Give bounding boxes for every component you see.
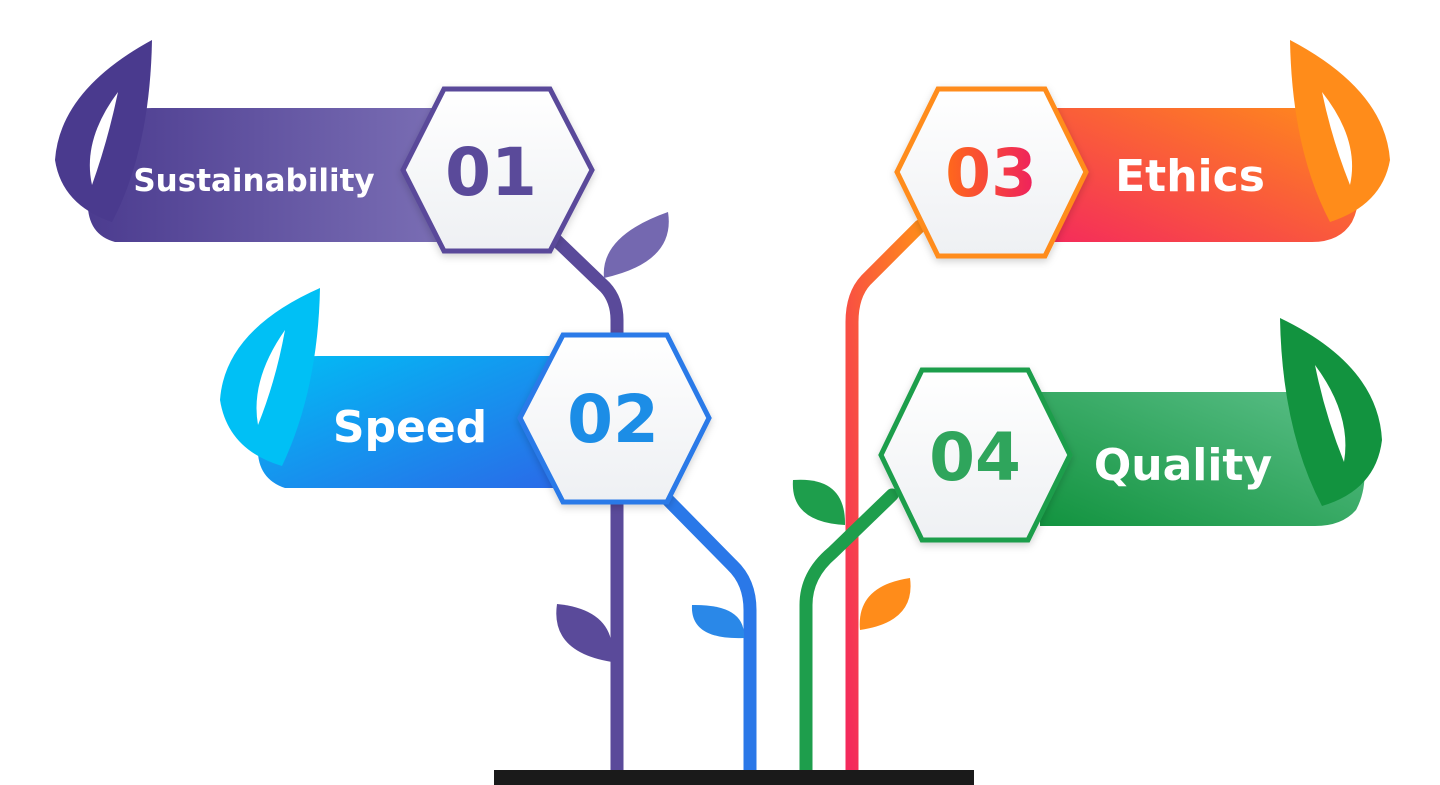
hexagon-01 — [400, 86, 595, 254]
label-02: Speed — [333, 402, 487, 453]
banner-02 — [247, 356, 560, 488]
banner-03 — [1040, 108, 1359, 242]
leaf-icon — [603, 212, 669, 278]
banner-04 — [1040, 392, 1365, 526]
stem-03 — [845, 219, 927, 779]
stems — [549, 219, 927, 779]
leaf-vein-icon — [256, 330, 285, 425]
label-01: Sustainability — [133, 163, 374, 199]
leaf-icon — [556, 604, 613, 662]
number-01: 01 — [445, 134, 537, 211]
stem-02 — [661, 493, 757, 779]
hexagon-02 — [517, 332, 712, 505]
leaf-icon — [792, 479, 846, 525]
hexagon-04 — [878, 367, 1073, 543]
leaf-icon — [859, 578, 911, 630]
stem-01 — [549, 233, 624, 779]
stem-04 — [799, 488, 899, 779]
banner-01 — [75, 108, 451, 242]
leaf-vein-icon — [89, 92, 118, 185]
stem-leaves — [556, 212, 911, 662]
item-02: Speed 02 — [220, 288, 712, 505]
number-03: 03 — [945, 135, 1037, 212]
item-04: Quality 04 — [878, 318, 1382, 543]
label-03: Ethics — [1115, 151, 1265, 202]
number-02: 02 — [567, 381, 659, 458]
leaf-icon — [691, 604, 745, 639]
leaf-vein-icon — [1315, 365, 1346, 462]
hexagon-03 — [894, 86, 1089, 259]
number-04: 04 — [929, 419, 1021, 496]
ground-base — [494, 770, 974, 785]
item-01: Sustainability 01 — [55, 40, 595, 254]
leaf-vein-icon — [1322, 92, 1353, 185]
item-03: Ethics 03 — [894, 40, 1390, 259]
label-04: Quality — [1094, 440, 1272, 491]
